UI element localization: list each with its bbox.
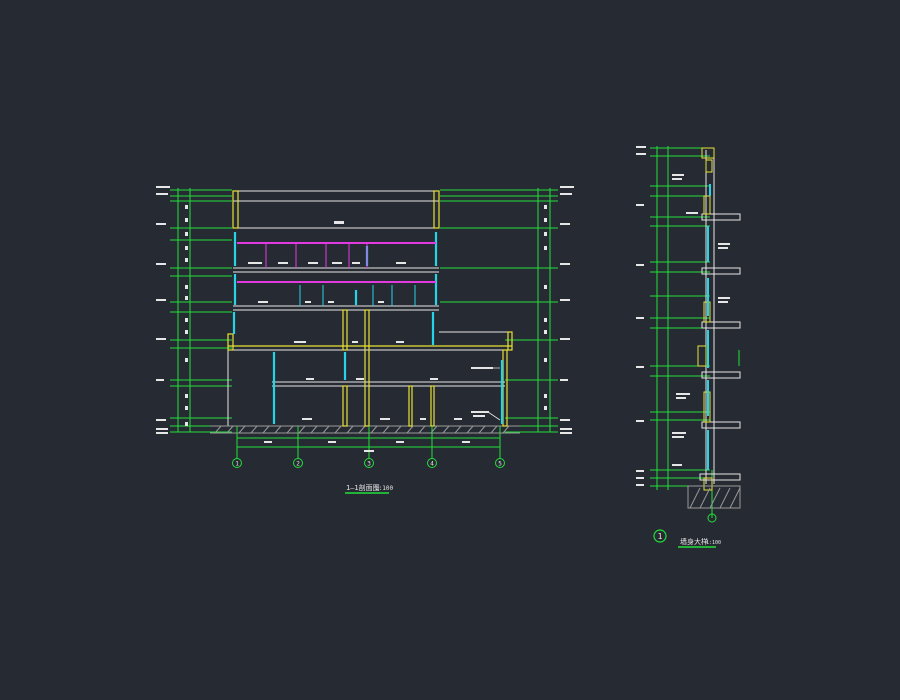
building-outline xyxy=(222,190,513,427)
room-labels xyxy=(248,221,493,420)
wall-detail-glazing xyxy=(707,184,711,470)
interior-partitions xyxy=(237,242,436,283)
grid-axis-bubble-2 xyxy=(293,458,303,468)
wall-detail-axis-bubble xyxy=(707,513,717,523)
grid-axis-label-2: 2 xyxy=(296,461,300,468)
detail-scale: 1:100 xyxy=(706,540,721,546)
wall-detail-labels xyxy=(636,146,730,486)
section-1-1-drawing: 1 2 3 4 5 1—1剖面图 1:100 xyxy=(156,186,574,494)
grid-dimensions xyxy=(236,426,501,458)
ground-hatch xyxy=(210,425,520,434)
structural-columns xyxy=(227,190,513,427)
wall-detail-dimensions xyxy=(650,146,740,518)
wall-detail-ground xyxy=(687,485,741,509)
detail-marker-number: 1 xyxy=(658,532,663,541)
grid-axis-label-3: 3 xyxy=(367,461,371,468)
section-scale: 1:100 xyxy=(375,485,393,492)
detail-marker-circle xyxy=(653,529,667,543)
right-elevation-dimensions xyxy=(440,188,558,433)
wall-detail-title-block: 1 墙身大样 1:100 xyxy=(653,529,721,548)
partition-verticals xyxy=(265,243,368,268)
left-elevation-dimensions xyxy=(170,188,232,433)
grid-axis-bubble-5 xyxy=(495,458,505,468)
section-title: 1—1剖面图 xyxy=(346,483,380,492)
grid-axis-bubble-3 xyxy=(364,458,374,468)
grid-axis-label-5: 5 xyxy=(498,461,502,468)
mezzanine-partition-lines xyxy=(299,285,416,306)
grid-axis-bubble-1 xyxy=(232,458,242,468)
detail-title: 墙身大样 xyxy=(680,537,708,546)
wall-detail-section xyxy=(697,147,741,491)
grid-axis-label-1: 1 xyxy=(235,461,239,468)
wall-detail-drawing: 1 墙身大样 1:100 xyxy=(636,146,741,548)
section-title-block: 1—1剖面图 1:100 xyxy=(345,483,393,494)
left-elevation-labels xyxy=(156,186,188,434)
grid-axis-bubbles: 1 2 3 4 5 xyxy=(232,458,505,468)
grid-axis-bubble-4 xyxy=(427,458,437,468)
leader-lines xyxy=(471,367,501,421)
grid-dimension-values xyxy=(264,441,470,452)
glazing-panels xyxy=(232,232,504,424)
grid-axis-label-4: 4 xyxy=(430,461,434,468)
right-elevation-labels xyxy=(544,186,574,434)
